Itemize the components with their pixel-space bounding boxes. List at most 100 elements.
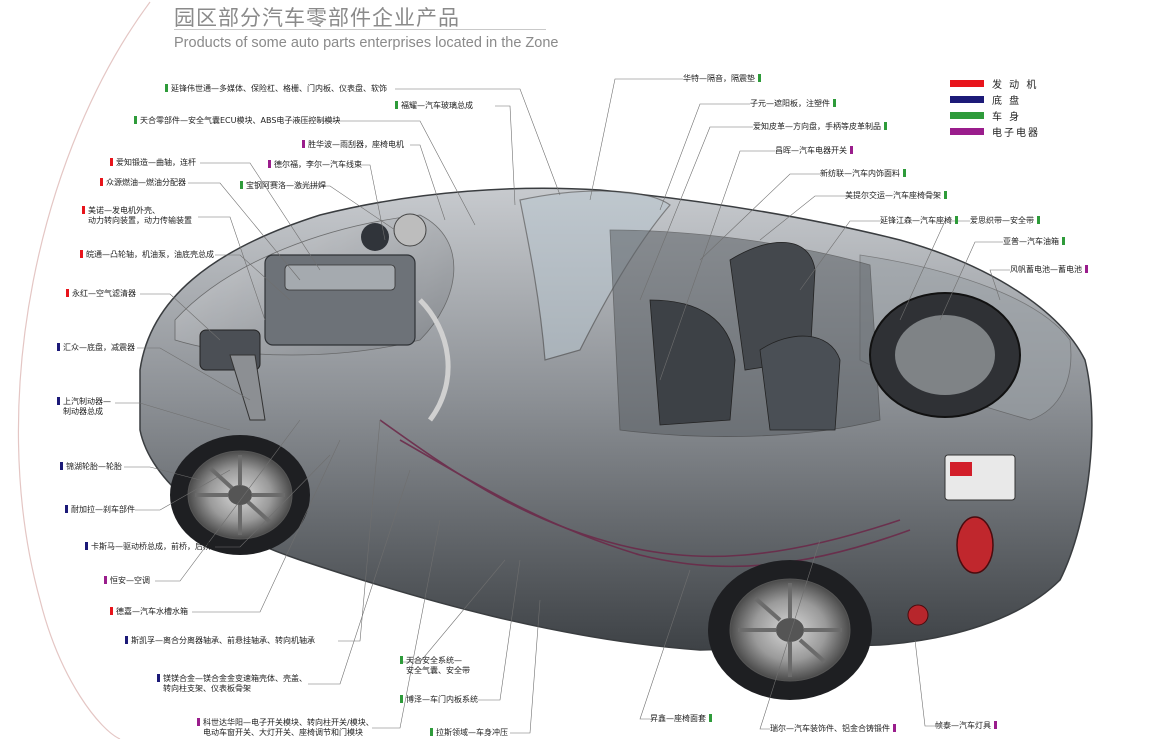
part-label-text: 永红—空气滤清器 <box>72 289 136 298</box>
category-marker-electrical <box>893 724 896 732</box>
part-label-text: 皖通—凸轮轴，机油泵，油底壳总成 <box>86 250 214 259</box>
category-marker-electrical <box>1085 265 1088 273</box>
rear-wheel <box>708 560 872 700</box>
category-marker-body <box>165 84 168 92</box>
part-label-text: 德嘉—汽车水槽水箱 <box>116 607 188 616</box>
part-label: 爱知锻造—曲轴，连杆 <box>110 158 196 168</box>
part-label: 斯凯孚—离合分离器轴承、前悬挂轴承、转向机轴承 <box>125 636 315 646</box>
part-label: 美诺—发电机外壳、 动力转向装置，动力传输装置 <box>82 206 192 226</box>
front-wheel <box>170 435 310 555</box>
category-marker-engine <box>66 289 69 297</box>
part-label: 爱思织带—安全带 <box>970 216 1040 226</box>
legend: 发 动 机 底 盘 车 身 电子电器 <box>950 75 1040 139</box>
part-label-text: 胜华波—雨刮器，座椅电机 <box>308 140 404 149</box>
part-label: 胜华波—雨刮器，座椅电机 <box>302 140 404 150</box>
category-marker-body <box>400 656 403 664</box>
part-label-text: 宝钢阿赛洛—激光拼焊 <box>246 181 326 190</box>
part-label: 永红—空气滤清器 <box>66 289 136 299</box>
part-label-text: 上汽制动器— 制动器总成 <box>63 397 111 416</box>
part-label: 昌晖—汽车电器开关 <box>775 146 853 156</box>
part-label-text: 科世达华阳—电子开关模块、转向柱开关/模块、 电动车窗开关、大灯开关、座椅调节和… <box>203 718 374 737</box>
category-marker-electrical <box>994 721 997 729</box>
part-label: 子元—遮阳板，注塑件 <box>750 99 836 109</box>
part-label-text: 卡斯马—驱动桥总成，前桥，后桥 <box>91 542 211 551</box>
part-label-text: 瑞尔—汽车装饰件、铝金合铸锻件 <box>770 724 890 733</box>
legend-swatch <box>950 127 984 135</box>
category-marker-body <box>1062 237 1065 245</box>
leader-lines <box>115 78 1010 734</box>
part-label: 众源燃油—燃油分配器 <box>100 178 186 188</box>
category-marker-electrical <box>268 160 271 168</box>
category-marker-chassis <box>60 462 63 470</box>
category-marker-body <box>944 191 947 199</box>
legend-item-engine: 发 动 机 <box>950 75 1040 91</box>
category-marker-chassis <box>85 542 88 550</box>
part-label: 新纺联—汽车内饰面料 <box>820 169 906 179</box>
part-label: 爱知皮革—方向盘，手柄等皮革制品 <box>753 122 887 132</box>
category-marker-electrical <box>850 146 853 154</box>
part-label: 德嘉—汽车水槽水箱 <box>110 607 188 617</box>
legend-swatch <box>950 111 984 119</box>
part-label-text: 延锋伟世通—多媒体、保险杠、格栅、门内板、仪表盘、软饰 <box>171 84 387 93</box>
part-label-text: 华特—隔音，隔震垫 <box>683 74 755 83</box>
part-label-text: 斯凯孚—离合分离器轴承、前悬挂轴承、转向机轴承 <box>131 636 315 645</box>
part-label: 瑞尔—汽车装饰件、铝金合铸锻件 <box>770 724 896 734</box>
part-label-text: 天合零部件—安全气囊ECU模块、ABS电子液压控制模块 <box>140 116 341 125</box>
part-label: 博泽—车门内板系统 <box>400 695 478 705</box>
category-marker-engine <box>110 607 113 615</box>
part-label: 天合零部件—安全气囊ECU模块、ABS电子液压控制模块 <box>134 116 340 126</box>
category-marker-chassis <box>65 505 68 513</box>
part-label: 延锋伟世通—多媒体、保险杠、格栅、门内板、仪表盘、软饰 <box>165 84 387 94</box>
part-label: 卡斯马—驱动桥总成，前桥，后桥 <box>85 542 211 552</box>
part-label: 拉斯领域—车身冲压 <box>430 728 508 738</box>
part-label-text: 风帆蓄电池—蓄电池 <box>1010 265 1082 274</box>
legend-item-body: 车 身 <box>950 107 1040 123</box>
rear-wheel-well-tire <box>869 292 1021 418</box>
part-label: 德尔福，李尔—汽车线束 <box>268 160 362 170</box>
category-marker-chassis <box>157 674 160 682</box>
category-marker-body <box>884 122 887 130</box>
part-label: 宝钢阿赛洛—激光拼焊 <box>240 181 326 191</box>
category-marker-body <box>955 216 958 224</box>
page-title: 园区部分汽车零部件企业产品 <box>174 6 460 30</box>
part-label: 天合安全系统— 安全气囊、安全带 <box>400 656 470 676</box>
part-label-text: 锦湖轮胎—轮胎 <box>66 462 122 471</box>
title-block: 园区部分汽车零部件企业产品 Products of some auto part… <box>174 2 558 51</box>
legend-label: 电子电器 <box>992 127 1040 139</box>
category-marker-body <box>709 714 712 722</box>
page-subtitle: Products of some auto parts enterprises … <box>174 35 559 51</box>
legend-swatch <box>950 95 984 103</box>
legend-swatch <box>950 79 984 87</box>
part-label-text: 美诺—发电机外壳、 动力转向装置，动力传输装置 <box>88 206 192 225</box>
part-label-text: 拉斯领域—车身冲压 <box>436 728 508 737</box>
part-label: 风帆蓄电池—蓄电池 <box>1010 265 1088 275</box>
part-label: 科世达华阳—电子开关模块、转向柱开关/模块、 电动车窗开关、大灯开关、座椅调节和… <box>197 718 374 738</box>
category-marker-body <box>395 101 398 109</box>
legend-item-electrical: 电子电器 <box>950 123 1040 139</box>
category-marker-body <box>240 181 243 189</box>
category-marker-body <box>430 728 433 736</box>
part-label-text: 子元—遮阳板，注塑件 <box>750 99 830 108</box>
part-label: 恒安—空调 <box>104 576 150 586</box>
battery <box>944 454 1016 501</box>
category-marker-chassis <box>57 343 60 351</box>
legend-item-chassis: 底 盘 <box>950 91 1040 107</box>
category-marker-electrical <box>104 576 107 584</box>
category-marker-body <box>1037 216 1040 224</box>
category-marker-chassis <box>57 397 60 405</box>
part-label-text: 耐加拉—刹车部件 <box>71 505 135 514</box>
category-marker-chassis <box>125 636 128 644</box>
title-divider <box>174 29 546 30</box>
car-body <box>139 187 1093 651</box>
part-label-text: 汇众—底盘，减震器 <box>63 343 135 352</box>
engine-block <box>199 213 451 422</box>
part-label-text: 爱思织带—安全带 <box>970 216 1034 225</box>
part-label-text: 爱知锻造—曲轴，连杆 <box>116 158 196 167</box>
part-label-text: 福耀—汽车玻璃总成 <box>401 101 473 110</box>
part-label: 上汽制动器— 制动器总成 <box>57 397 111 417</box>
part-label-text: 天合安全系统— 安全气囊、安全带 <box>406 656 470 675</box>
part-label: 皖通—凸轮轴，机油泵，油底壳总成 <box>80 250 214 260</box>
part-label-text: 镁镁合金—镁合金金变速箱壳体、壳盖、 转向柱支架、仪表板骨架 <box>163 674 307 693</box>
part-label: 昇鑫—座椅面套 <box>650 714 712 724</box>
